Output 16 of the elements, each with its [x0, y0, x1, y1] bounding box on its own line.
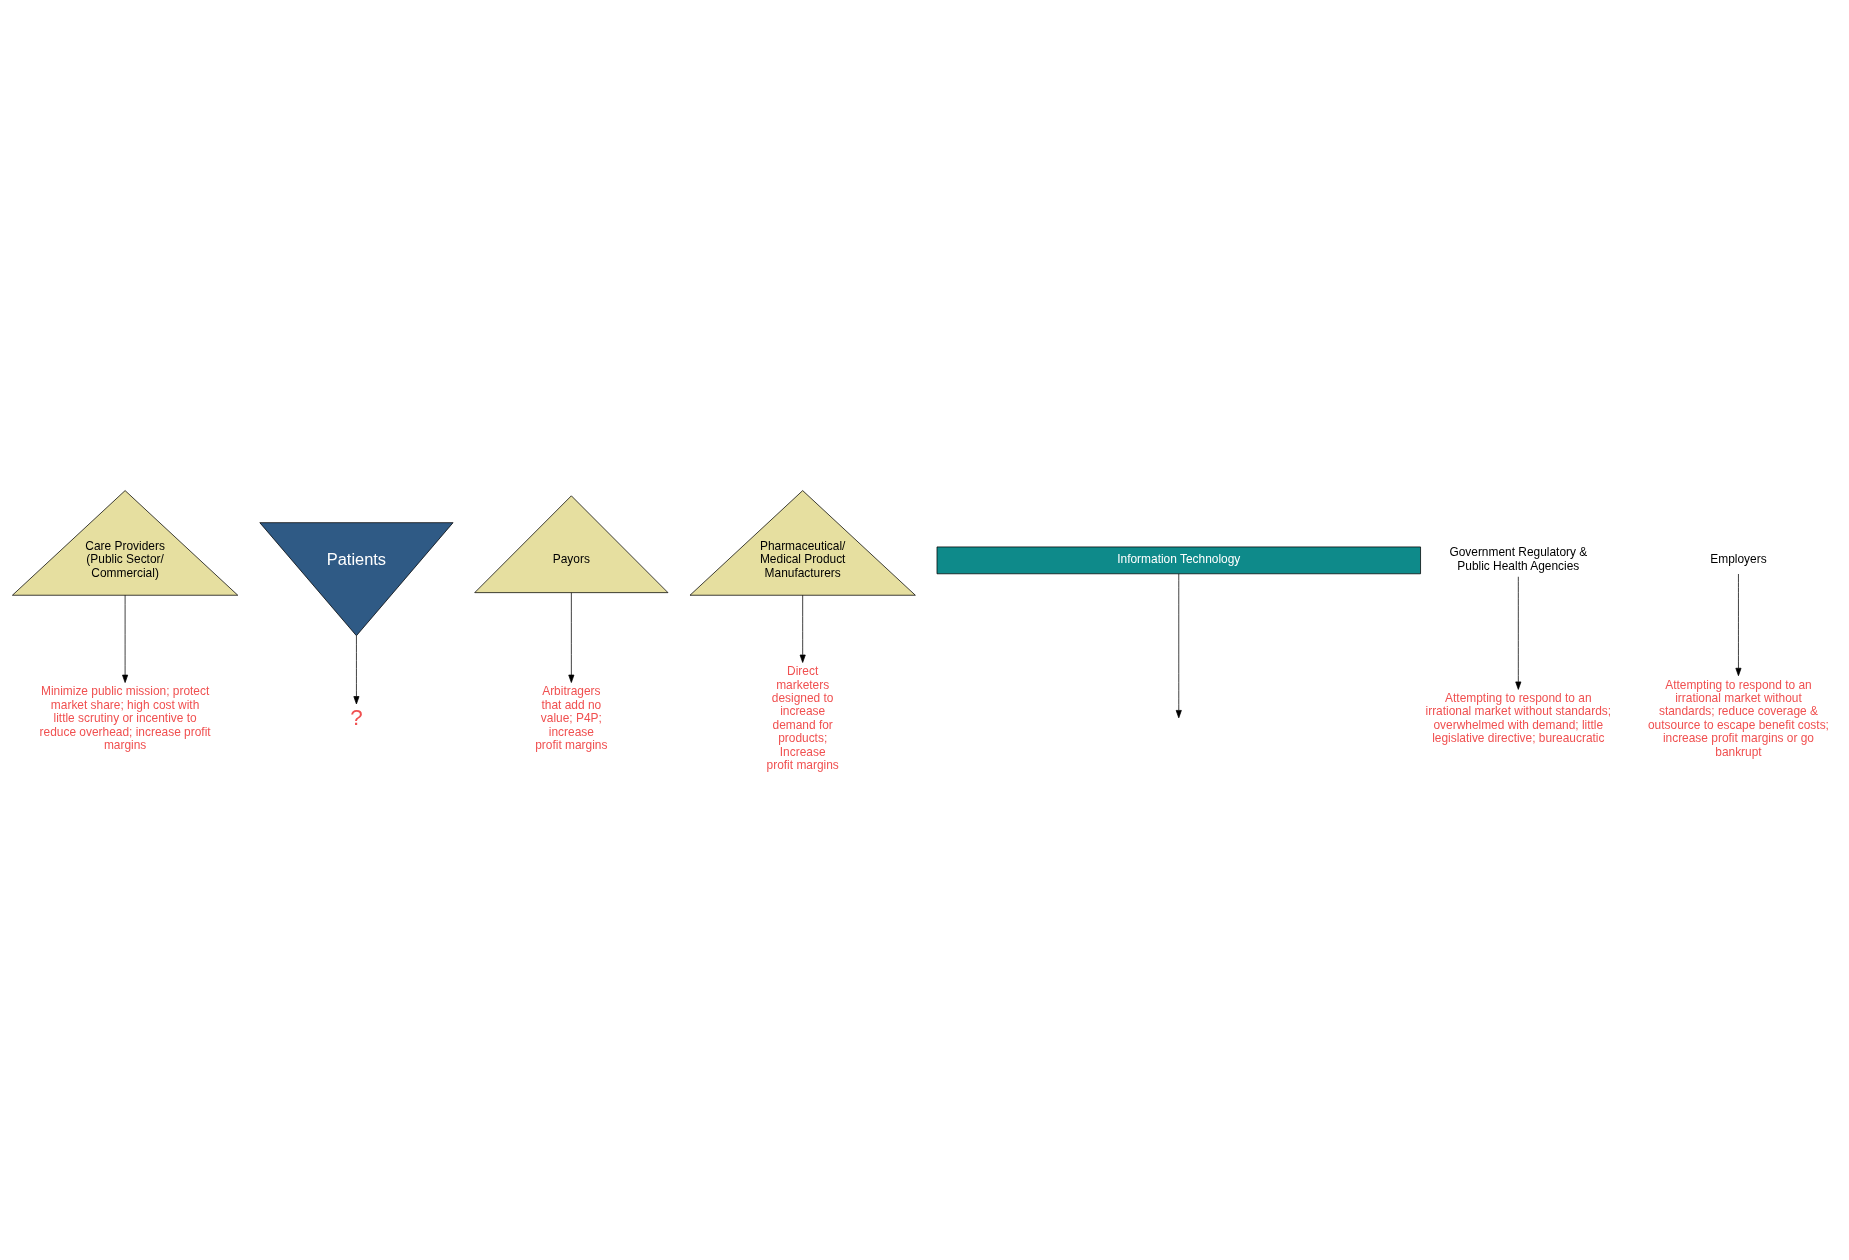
node-text: ? [350, 704, 363, 730]
node-box: Information Technology [936, 546, 1421, 574]
node-text: Employers [1710, 551, 1767, 566]
arrow [568, 591, 575, 683]
arrow [799, 594, 806, 663]
node-text: Minimize public mission; protect market share; high cost with little scrutiny or incentive to reduce overhead; increase profit margins [39, 683, 211, 752]
arrow [1735, 573, 1742, 676]
node-text: Attempting to respond to an irrational market without standards; overwhelmed with demand; little legislative directive; bureaucratic [1425, 690, 1612, 745]
node-text: Attempting to respond to an irrational market without standards; reduce coverage & outsource to escape benefit costs; increase profit margins or go bankrupt [1647, 677, 1829, 759]
arrow [353, 635, 360, 704]
node-text: Direct marketers designed to increase demand for products; Increase profit margins [766, 663, 839, 772]
node-text: Arbitragers that add no value; P4P; increase profit margins [535, 683, 608, 752]
arrow [1175, 573, 1182, 718]
arrow [1515, 575, 1522, 690]
arrow [122, 594, 129, 683]
node-text: Government Regulatory & Public Health Agencies [1449, 544, 1588, 573]
